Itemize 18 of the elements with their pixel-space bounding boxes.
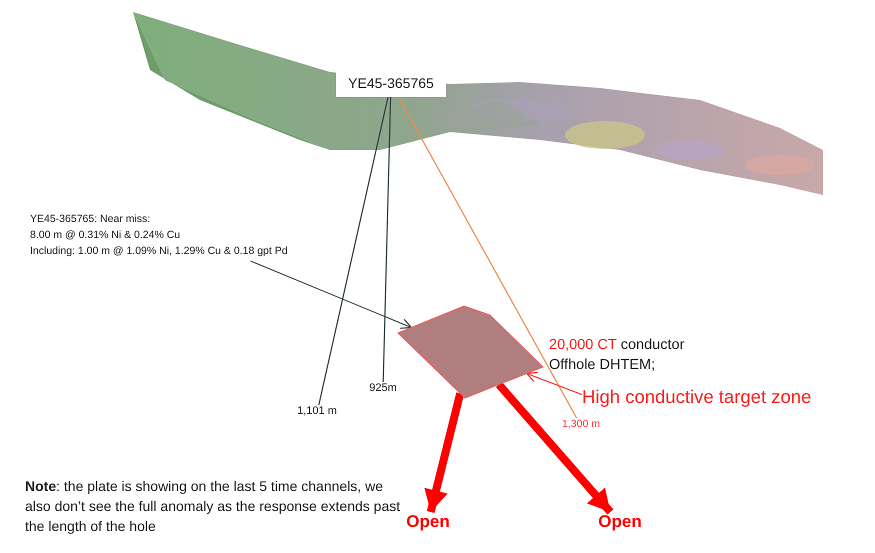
drill-hole-trace: [398, 96, 578, 418]
leader-arrow: [526, 372, 582, 396]
depth-label: 1,101 m: [292, 405, 342, 421]
open-label: Open: [590, 512, 650, 534]
drill-hole-trace: [318, 96, 389, 406]
direction-arrow: [424, 392, 464, 513]
method-label: Offhole DHTEM;: [549, 357, 656, 373]
depth-label: 925m: [358, 382, 408, 398]
note-line: Including: 1.00 m @ 1.09% Ni, 1.29% Cu & 0.18 gpt Pd: [30, 244, 288, 259]
leader-arrow: [250, 260, 412, 329]
hole-name-label: YE45-365765: [336, 70, 446, 97]
direction-arrow: [496, 382, 614, 515]
conductor-label: conductor: [620, 337, 684, 353]
drill-hole-trace: [382, 96, 392, 382]
note-line: 8.00 m @ 0.31% Ni & 0.24% Cu: [30, 228, 180, 243]
note-line: YE45-365765: Near miss:: [30, 212, 150, 227]
value-label: 20,000 CT: [549, 337, 617, 353]
depth-label: 1,300 m: [556, 418, 606, 434]
